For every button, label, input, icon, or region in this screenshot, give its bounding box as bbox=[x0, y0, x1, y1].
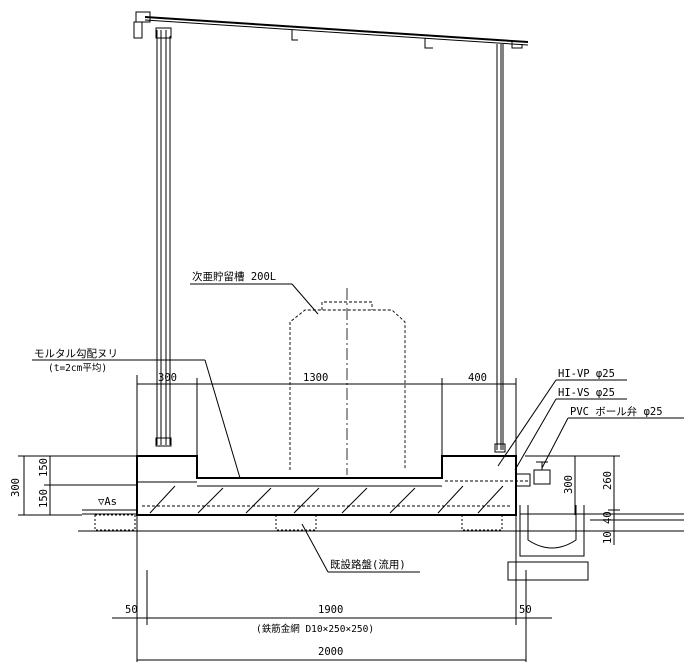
dim-right-upper: 260 bbox=[602, 471, 614, 490]
dim-right-lower-a: 40 bbox=[602, 511, 614, 524]
rebar-label: (鉄筋金網 D10×250×250) bbox=[256, 623, 374, 635]
tank-label: 次亜貯留槽 200L bbox=[192, 270, 276, 283]
storage-tank bbox=[289, 288, 406, 475]
mortar-thickness-label: (t=2cm平均) bbox=[48, 362, 107, 374]
dim-top-mid: 1300 bbox=[303, 372, 328, 384]
bottom-dimensions: 50 1900 50 (鉄筋金網 D10×250×250) 2000 bbox=[112, 515, 552, 662]
foundation-slab bbox=[136, 455, 517, 516]
valve-label: PVC ボール弁 φ25 bbox=[570, 405, 663, 418]
dim-bot-main: 1900 bbox=[318, 604, 343, 616]
left-dimensions: 300 150 150 bbox=[10, 455, 137, 516]
mortar-label: モルタル勾配ヌリ bbox=[34, 347, 118, 360]
ground bbox=[78, 509, 684, 532]
canopy-roof bbox=[133, 11, 529, 49]
dim-top-left: 300 bbox=[158, 372, 177, 384]
dim-left-upper: 150 bbox=[38, 458, 50, 477]
water-level-label: ▽As bbox=[98, 496, 117, 508]
right-post bbox=[494, 44, 506, 453]
top-dimensions: 300 1300 400 bbox=[136, 372, 517, 456]
pipe-vp-label: HI-VP φ25 bbox=[558, 368, 615, 380]
annotations: 次亜貯留槽 200L モルタル勾配ヌリ (t=2cm平均) HI-VP φ25 … bbox=[32, 270, 684, 573]
dim-right-lower-b: 10 bbox=[602, 531, 614, 544]
dim-bot-left-margin: 50 bbox=[125, 604, 138, 616]
dim-top-right: 400 bbox=[468, 372, 487, 384]
dim-bot-total: 2000 bbox=[318, 646, 343, 658]
dim-right-total: 300 bbox=[563, 475, 575, 494]
dim-bot-right-margin: 50 bbox=[519, 604, 532, 616]
pipe-vs-label: HI-VS φ25 bbox=[558, 387, 615, 399]
right-dimensions: 300 260 40 10 bbox=[525, 455, 620, 545]
subbase-label: 既設路盤(流用) bbox=[330, 558, 406, 571]
pipe-valve bbox=[445, 461, 551, 487]
left-post bbox=[155, 27, 172, 447]
drain-channel bbox=[507, 505, 589, 581]
dim-left-total: 300 bbox=[10, 478, 22, 497]
dim-left-lower: 150 bbox=[38, 489, 50, 508]
